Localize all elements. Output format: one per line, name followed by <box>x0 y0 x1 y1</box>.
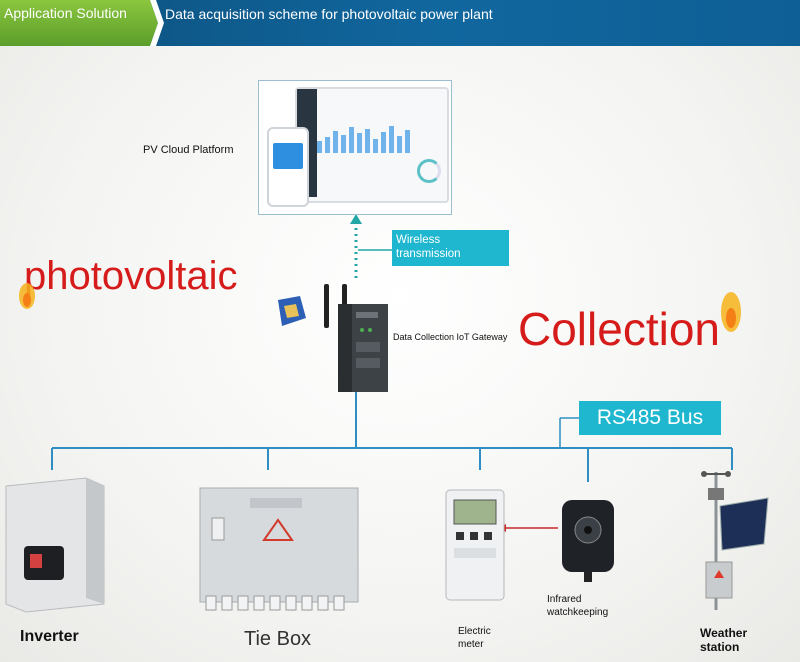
gateway-label: Data Collection IoT Gateway <box>393 332 508 342</box>
collection-banner-text: Collection <box>518 303 720 355</box>
phone-icon <box>267 127 309 207</box>
cloud-platform-image <box>258 80 452 215</box>
header-tab <box>0 0 158 46</box>
inverter-icon <box>5 477 105 613</box>
sim-card-icon <box>278 296 306 326</box>
infrared-watchkeeping-label: Infrared watchkeeping <box>547 594 609 618</box>
wireless-transmission-label: Wireless transmission <box>392 230 509 266</box>
cloud-platform-label: PV Cloud Platform <box>143 144 234 156</box>
weather-station-icon <box>701 471 769 610</box>
header-title: Data acquisition scheme for photovoltaic… <box>165 6 493 22</box>
wireless-arrow-icon <box>350 214 362 224</box>
tie-box-icon <box>199 487 359 611</box>
flame-icon <box>721 292 741 332</box>
infrared-watchkeeping-icon <box>562 500 614 582</box>
rs485-bus-label: RS485 Bus <box>579 401 721 435</box>
iot-gateway-icon <box>324 284 388 392</box>
dashboard-donut <box>417 159 441 183</box>
flame-icon <box>19 283 35 309</box>
electric-meter-icon <box>445 489 505 601</box>
weather-station-label: Weather station <box>700 626 748 654</box>
tie-box-label: Tie Box <box>244 628 312 650</box>
laptop-icon <box>295 87 449 203</box>
inverter-label: Inverter <box>20 628 79 645</box>
electric-meter-label: Electric meter <box>458 626 491 650</box>
header-tab-label: Application Solution <box>4 5 127 21</box>
dashboard-bars <box>317 125 427 153</box>
photovoltaic-banner-text: photovoltaic <box>24 254 238 298</box>
